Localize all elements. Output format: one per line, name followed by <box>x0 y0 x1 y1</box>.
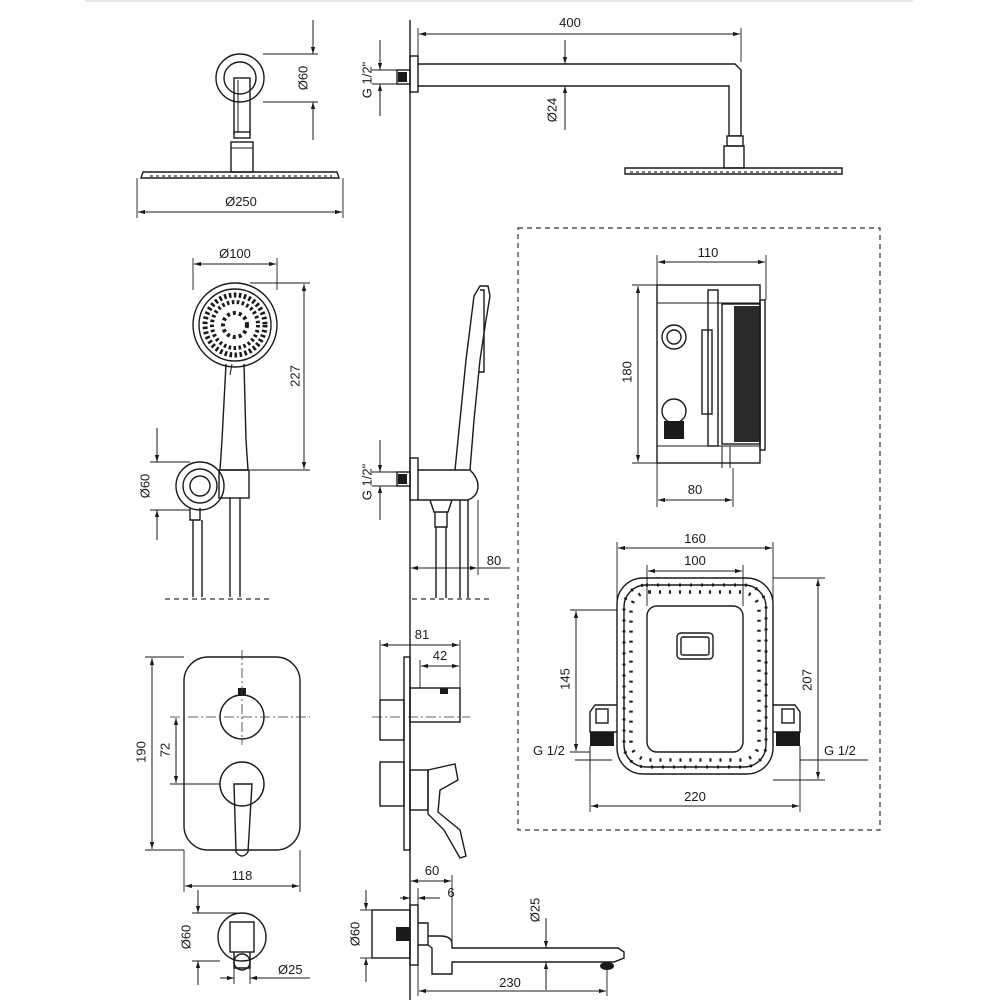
hand-head-dia-label: Ø100 <box>219 246 251 261</box>
box-depth-label: 80 <box>688 482 702 497</box>
knob-depth-label: 42 <box>433 648 447 663</box>
mixer-depth-label: 81 <box>415 627 429 642</box>
spout-dia-front-label: Ø60 <box>178 925 193 950</box>
spout-depth-label: 60 <box>425 863 439 878</box>
handle-spacing-label: 72 <box>157 743 172 757</box>
hand-shower-side-view: 80 G 1/2" <box>359 285 510 600</box>
spout-flange-dia-label: Ø60 <box>347 922 362 947</box>
spout-dia-bottom-label: Ø25 <box>278 962 303 977</box>
mixer-side-view: 81 42 <box>372 627 470 859</box>
thread-mid-label: G 1/2" <box>359 463 374 500</box>
overhead-shower-side-view: 400 Ø24 G 1/2" <box>359 15 843 175</box>
spout-front-view: Ø60 Ø25 <box>178 890 310 985</box>
port-right-label: G 1/2 <box>824 743 856 758</box>
frame-h2-label: 207 <box>799 669 814 691</box>
frame-width-label: 160 <box>684 531 706 546</box>
holder-depth-label: 80 <box>487 553 501 568</box>
spout-length-label: 230 <box>499 975 521 990</box>
hand-length-label: 227 <box>287 365 302 387</box>
mixing-box-front-view: 160 100 145 207 G 1/2 G 1/2 <box>533 531 868 812</box>
hand-shower-front-view: Ø100 227 Ø60 <box>137 246 310 600</box>
port-left-label: G 1/2 <box>533 743 565 758</box>
frame-h1-label: 145 <box>557 668 572 690</box>
head-dia-label: Ø250 <box>225 194 257 209</box>
plate-width-label: 118 <box>232 868 253 883</box>
plate-height-label: 190 <box>133 741 148 763</box>
box-height-label: 180 <box>619 361 634 383</box>
arm-dia-label: Ø24 <box>544 98 559 123</box>
arm-length-label: 400 <box>559 15 581 30</box>
spout-side-view: 60 6 Ø60 Ø25 230 <box>347 863 625 996</box>
frame-inner-label: 100 <box>684 553 706 568</box>
spout-pipe-dia-label: Ø25 <box>527 898 542 923</box>
box-width-label: 110 <box>698 245 719 260</box>
frame-total-label: 220 <box>684 789 706 804</box>
mixing-box-side-view: 110 180 80 <box>619 245 767 507</box>
spray-nozzles <box>202 292 268 358</box>
thread-top-label: G 1/2" <box>359 61 374 98</box>
wall-flange-dia-label: Ø60 <box>295 66 310 91</box>
concealed-body-panel: 110 180 80 <box>517 227 881 831</box>
overhead-shower-front-view: Ø60 Ø250 <box>136 20 344 218</box>
holder-dia-label: Ø60 <box>137 474 152 499</box>
face-plate-front-view: 190 72 118 <box>133 650 310 892</box>
spout-offset-label: 6 <box>447 885 454 900</box>
box-ribs <box>734 306 760 442</box>
